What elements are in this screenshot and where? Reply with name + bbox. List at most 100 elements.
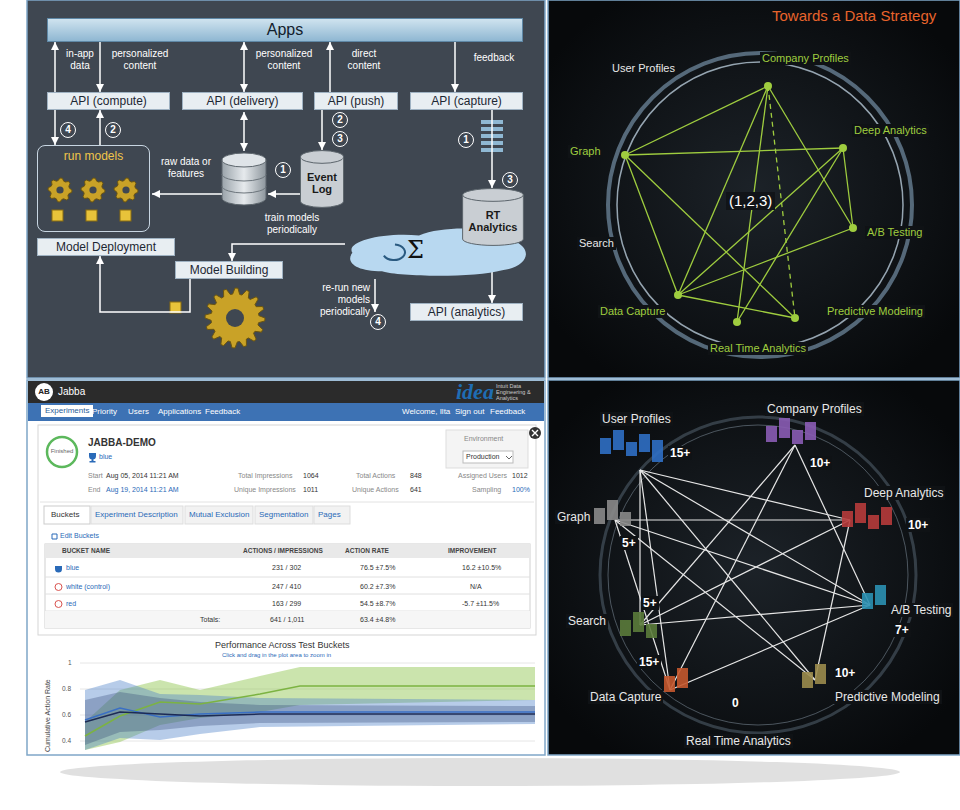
edge-label: feedback	[459, 52, 529, 64]
api-box: API (analytics)	[410, 303, 523, 321]
strategy-label: Deep Analytics	[852, 124, 929, 137]
api-box: Model Building	[175, 261, 283, 279]
api-box: API (push)	[314, 92, 398, 110]
dashboard-panel	[27, 380, 545, 755]
dashboard-panel	[463, 451, 513, 463]
coverage-link	[640, 605, 870, 625]
coverage-link	[615, 520, 815, 680]
database-cylinder: Event Log	[300, 150, 344, 208]
gear-hub	[89, 186, 96, 193]
gear-symbol	[205, 288, 265, 348]
table-header: IMPROVEMENT	[448, 547, 496, 555]
coverage-bar	[766, 426, 777, 442]
strategy-note: (1,2,3)	[726, 192, 775, 210]
chart-band	[85, 667, 535, 750]
strategy-dot	[621, 82, 857, 326]
table-header: ACTIONS / IMPRESSIONS	[243, 547, 323, 555]
callout-number: 2	[332, 112, 348, 128]
page-shadow	[60, 758, 900, 786]
chart-band	[85, 692, 535, 745]
field-value: Aug 05, 2014 11:21 AM	[106, 472, 179, 480]
table-rule	[45, 577, 530, 611]
coverage-count: 0	[730, 696, 741, 710]
strategy-label: Data Capture	[598, 305, 667, 318]
data-arrow	[243, 112, 245, 151]
nav-link: Welcome, Ilta	[402, 407, 450, 417]
gear-symbol	[81, 178, 105, 202]
coverage-bar	[607, 500, 618, 520]
dashboard-panel	[44, 506, 90, 524]
coverage-bar	[613, 430, 624, 450]
flow-arrow	[99, 110, 101, 145]
field-name: Total Actions	[356, 472, 395, 480]
flow-note: raw data or features	[154, 156, 218, 180]
field-name: Assigned Users	[458, 472, 507, 480]
gear-symbol	[114, 178, 138, 202]
coverage-link	[615, 519, 850, 520]
node-text: RT Analytics	[462, 209, 524, 233]
coverage-bar	[677, 668, 688, 688]
coverage-label: Company Profiles	[765, 402, 864, 416]
coverage-link	[815, 520, 850, 680]
field-value: Totals:	[200, 616, 220, 624]
field-name: Environment	[464, 435, 503, 443]
dashboard-panel	[446, 430, 528, 468]
table-header: BUCKET NAME	[62, 547, 110, 555]
node-text: Model Building	[190, 263, 269, 277]
field-name: Unique Actions	[352, 486, 399, 494]
nav-link: Priority	[92, 407, 117, 417]
architecture-panel	[27, 0, 545, 378]
coverage-count: 15+	[637, 655, 661, 669]
dashboard-panel	[185, 506, 253, 524]
dashboard-panel	[52, 534, 57, 539]
model-cube	[52, 210, 181, 313]
coverage-bar	[868, 515, 879, 529]
node-text: Σ	[407, 236, 424, 264]
coverage-bar	[626, 442, 637, 456]
dashboard-panel	[255, 506, 313, 524]
field-name: Unique Impressions	[234, 486, 296, 494]
database-symbol	[222, 174, 266, 193]
strategy-link	[625, 148, 843, 155]
edge-label: personalized content	[248, 48, 320, 72]
model-cube	[52, 210, 63, 221]
strategy-dot	[839, 144, 847, 152]
field-value: 76.5 ±7.5%	[360, 564, 395, 572]
coverage-link	[615, 445, 870, 690]
cylinder-outline	[463, 189, 524, 246]
api-box: Model Deployment	[37, 238, 175, 256]
close-icon	[529, 427, 541, 439]
link-text: blue	[66, 564, 79, 572]
content-tab: Buckets	[51, 510, 79, 520]
node-text: API (analytics)	[428, 305, 505, 319]
strategy-link	[625, 155, 678, 295]
field-value: 54.5 ±8.7%	[360, 600, 395, 608]
callout-number: 3	[502, 172, 518, 188]
axis-tick: 0.4	[62, 737, 71, 745]
coverage-label: Predictive Modeling	[833, 690, 942, 704]
axis-tick: 0.6	[62, 711, 71, 719]
coverage-link	[640, 470, 815, 680]
coverage-count: 10+	[808, 456, 832, 470]
flow-arrow	[243, 42, 245, 92]
callout-number: 4	[60, 122, 76, 138]
strategy-dot	[733, 318, 741, 326]
dashboard-panel	[28, 381, 544, 403]
close-icon	[529, 427, 541, 439]
chart-band	[85, 680, 535, 750]
node-text: run models	[64, 149, 123, 163]
callout-number: 3	[332, 131, 348, 147]
coverage-link	[670, 605, 870, 690]
node-text: API (compute)	[70, 94, 147, 108]
api-box: API (delivery)	[182, 92, 303, 110]
strategy-label: A/B Testing	[865, 226, 924, 239]
cylinder-rim	[463, 195, 524, 201]
coverage-bar	[664, 676, 675, 692]
dashboard-panel	[45, 611, 530, 628]
coverage-bar	[805, 422, 816, 440]
callout-number: 1	[458, 132, 474, 148]
strategy-link	[678, 295, 795, 318]
apps-bar: Apps	[47, 18, 523, 42]
strategy-link	[768, 86, 853, 228]
field-value: 1011	[303, 486, 318, 494]
